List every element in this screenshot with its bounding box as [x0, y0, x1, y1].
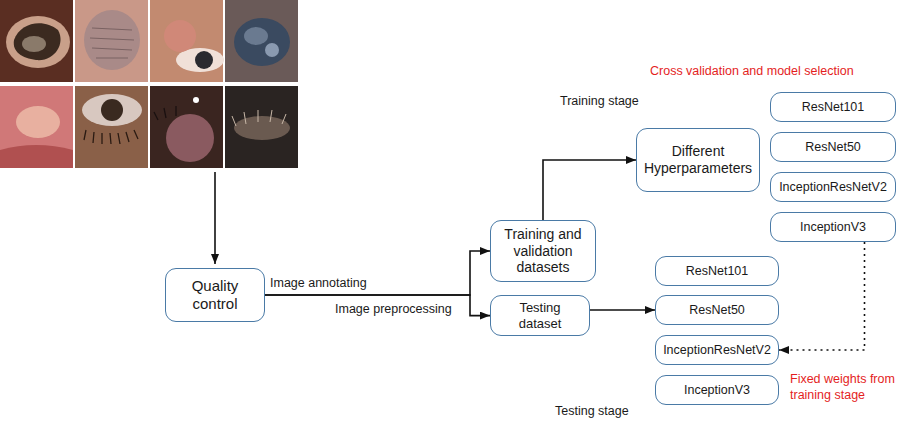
- photo-tile: [0, 86, 73, 168]
- annotation-note: Cross validation and model selection: [650, 64, 854, 80]
- photo-tile: [75, 0, 148, 82]
- photo-ground: [225, 86, 298, 168]
- stage-label: Image annotating: [270, 276, 367, 292]
- photo-lesion: [16, 106, 60, 138]
- photo-lesion: [234, 18, 290, 66]
- stage-label: Image preprocessing: [335, 302, 452, 318]
- process-box: Different Hyperparameters: [636, 128, 760, 192]
- stage-label: Training stage: [560, 94, 639, 110]
- process-box: InceptionResNetV2: [655, 335, 779, 365]
- photo-ground: [150, 0, 223, 82]
- photo-tile: [150, 0, 224, 82]
- box-text: Testing dataset: [497, 300, 583, 331]
- process-box: ResNet101: [770, 92, 896, 122]
- process-box: InceptionV3: [770, 212, 896, 242]
- process-box: ResNet50: [770, 132, 896, 162]
- box-text: ResNet50: [805, 140, 861, 155]
- photo-tile: [0, 0, 73, 82]
- process-box: Quality control: [165, 268, 265, 322]
- photo-ground: [75, 86, 148, 168]
- photo-lesion: [164, 20, 196, 52]
- photo-lesion: [166, 114, 214, 162]
- box-text: InceptionV3: [800, 220, 866, 235]
- box-text: ResNet50: [689, 303, 745, 318]
- box-text: Quality control: [172, 277, 258, 313]
- photo-tile: [75, 86, 148, 168]
- photo-lesion: [265, 43, 279, 57]
- process-box: Training and validation datasets: [490, 220, 596, 282]
- photo-lesion: [84, 10, 140, 70]
- photo-lesion: [244, 27, 268, 45]
- annotation-note: Fixed weights from training stage: [790, 372, 898, 403]
- photo-iris: [195, 51, 213, 69]
- photo-ground: [0, 0, 73, 82]
- photo-lesion: [22, 36, 46, 52]
- box-text: InceptionResNetV2: [779, 180, 887, 195]
- photo-lesion: [234, 116, 290, 140]
- photo-skin: [0, 145, 73, 168]
- process-box: InceptionV3: [655, 375, 779, 405]
- box-text: ResNet101: [802, 100, 865, 115]
- photo-skin: [6, 16, 70, 68]
- photo-tile: [150, 86, 223, 168]
- box-text: InceptionV3: [684, 383, 750, 398]
- process-box: Testing dataset: [490, 295, 590, 336]
- photo-lashes: [84, 130, 138, 144]
- box-text: ResNet101: [686, 264, 749, 279]
- photo-ground: [150, 86, 223, 168]
- flow-arrow: [543, 160, 636, 220]
- photo-lashes: [154, 106, 176, 120]
- photo-eye: [82, 94, 142, 126]
- photo-tile: [225, 86, 298, 168]
- box-text: Training and validation datasets: [497, 226, 589, 276]
- photo-texture: [90, 28, 134, 58]
- process-box: ResNet50: [655, 295, 779, 325]
- photo-tile: [225, 0, 298, 82]
- photo-lesion: [14, 23, 61, 60]
- photo-highlight: [193, 97, 199, 103]
- stage-label: Testing stage: [555, 404, 629, 420]
- flow-arrow: [265, 251, 490, 295]
- flow-arrow: [214, 172, 216, 264]
- photo-iris: [101, 99, 123, 121]
- flow-arrow: [590, 309, 655, 311]
- box-text: Different Hyperparameters: [643, 143, 753, 177]
- box-text: InceptionResNetV2: [663, 343, 771, 358]
- photo-ground: [225, 0, 298, 82]
- process-box: ResNet101: [655, 256, 779, 286]
- process-box: InceptionResNetV2: [770, 172, 896, 202]
- photo-lashes: [232, 110, 286, 126]
- dotted-arrow: [779, 242, 865, 350]
- photo-ground: [75, 0, 148, 82]
- photo-ground: [0, 86, 73, 168]
